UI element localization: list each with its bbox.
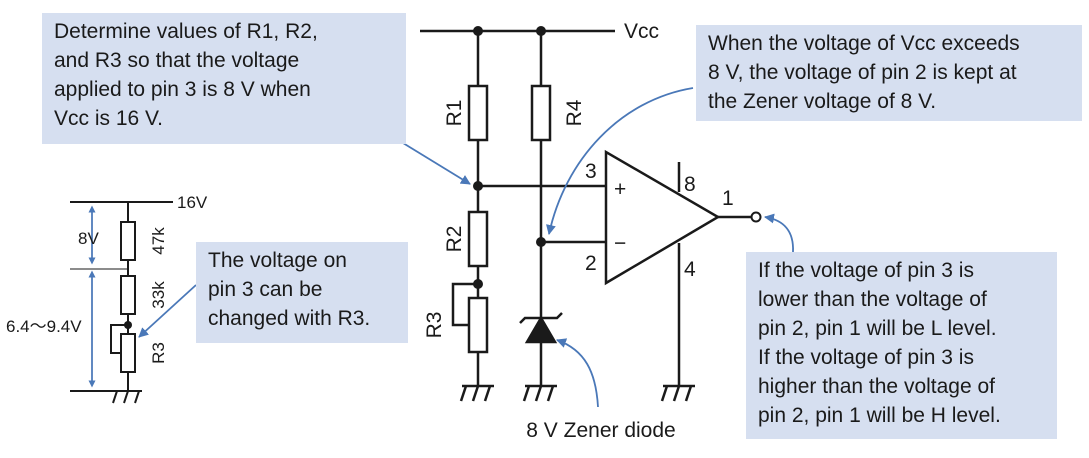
pin3-label: 3: [585, 160, 597, 183]
note-zener-voltage: When the voltage of Vcc exceeds 8 V, the…: [696, 25, 1082, 121]
callout-arrow-r3: [138, 284, 197, 338]
r1-resistor: [467, 84, 489, 142]
divider-pot-wiper: [110, 324, 128, 354]
r4-resistor: [530, 84, 552, 142]
r3-label: R3: [423, 312, 446, 339]
callout-arrow-pin2: [546, 87, 694, 235]
r2-resistor: [467, 210, 489, 268]
divider-33k-label: 33k: [149, 281, 168, 309]
r2-label: R2: [443, 226, 466, 253]
main-circuit: [420, 29, 752, 386]
divider-v-range-label: 6.4〜9.4V: [6, 317, 82, 336]
divider-junction-dot: [124, 321, 132, 329]
pin8-label: 8: [684, 173, 696, 196]
r3-resistor: [467, 296, 489, 354]
minus-input-sign: −: [614, 232, 626, 255]
pin2-label: 2: [585, 252, 597, 275]
callout-arrow-pin1: [764, 213, 794, 253]
divider-circuit: [70, 201, 173, 404]
pin1-label: 1: [722, 187, 734, 210]
plus-input-sign: +: [614, 178, 626, 201]
divider-47k-label: 47k: [149, 227, 168, 255]
divider-v-top-label: 8V: [78, 229, 99, 248]
ground-symbol-zener: [522, 384, 557, 402]
callout-arrow-zener: [556, 338, 599, 408]
divider-47k-resistor: [120, 221, 136, 261]
divider-r3-label: R3: [149, 342, 168, 364]
note-r3-adjust: The voltage on pin 3 can be changed with…: [196, 242, 408, 343]
ground-symbol-opamp: [660, 384, 695, 402]
output-terminal: [750, 211, 762, 223]
r4-label: R4: [563, 99, 586, 126]
vcc-label: Vcc: [624, 20, 659, 43]
note-determine-values: Determine values of R1, R2, and R3 so th…: [42, 13, 406, 144]
zener-diode: [519, 312, 563, 344]
pin4-label: 4: [684, 258, 696, 281]
divider-pot-resistor: [120, 333, 136, 373]
divider-33k-resistor: [120, 275, 136, 315]
junction-dots: [473, 26, 546, 289]
op-amp-body: [604, 149, 721, 286]
callout-arrow-pin3: [402, 142, 471, 185]
ground-symbol-r3: [459, 384, 494, 402]
r1-label: R1: [443, 100, 466, 127]
r3-wiper: [451, 282, 478, 327]
divider-supply-label: 16V: [177, 193, 208, 212]
zener-caption: 8 V Zener diode: [526, 419, 675, 442]
note-output-level: If the voltage of pin 3 is lower than th…: [746, 252, 1057, 439]
